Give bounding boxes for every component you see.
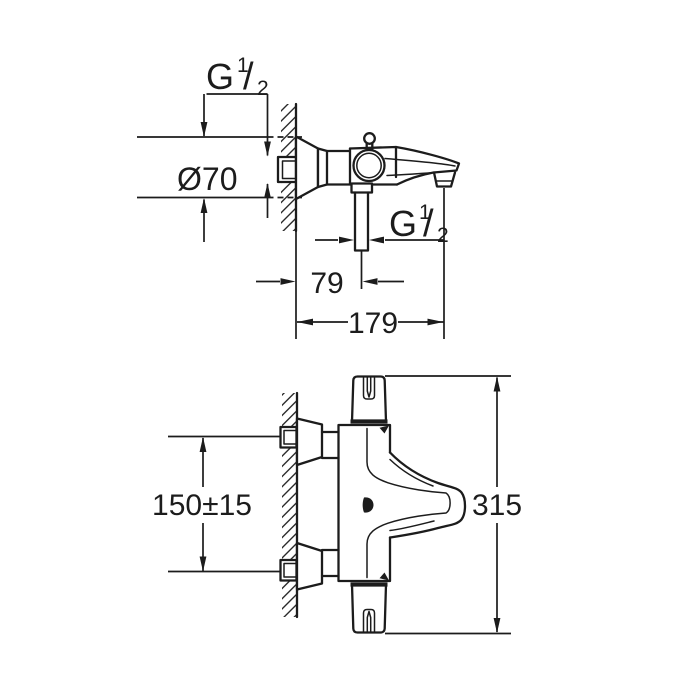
spacing-extension-lines [168,435,280,573]
escutcheon-diameter-label: Ø70 [177,161,237,197]
overall-height-label: 315 [472,489,522,522]
connection-spacing-dimension: 150±15 [152,437,252,572]
bottom-handle [350,582,388,634]
spout-outlet-mark [362,497,374,513]
mixer-body-side [348,132,461,252]
wall-to-spout-label: 179 [348,307,398,340]
wall-union-nut [276,155,298,184]
wall-to-spout-dimension: 179 [297,188,445,340]
side-view: G 1 / 2 Ø70 G 1 / 2 [137,39,461,340]
hose-thread-dimension: G 1 / 2 [315,186,449,247]
connection-spacing-label: 150±15 [152,489,252,522]
front-view: 150±15 315 [152,375,522,635]
diameter-extension-lines [137,136,268,199]
shower-hose-connector [350,182,374,252]
top-handle [350,375,388,424]
spout-profile-inner [366,427,451,579]
upper-wall-fitting [279,417,340,467]
spout-profile-outer [388,451,467,539]
spout-outlet-cup [432,171,457,188]
wall-to-hose-label: 79 [310,267,343,300]
body-corner-mark-top [379,425,389,434]
wall-to-hose-dimension: 79 [256,231,404,339]
handle-pin [363,132,376,152]
spout-outline [394,145,461,186]
handle-knob-circle [352,148,386,183]
thermostat-body [337,423,467,583]
body-corner-mark-bottom [379,572,389,581]
diameter-extension-dashes [267,136,302,199]
wall-thread-label: G 1 / 2 [206,39,269,100]
escutcheon [294,135,352,201]
overall-height-dimension: 315 [385,375,522,635]
escutcheon-diameter-dimension: Ø70 [177,161,237,242]
lower-wall-fitting [279,541,340,591]
hose-thread-label: G 1 / 2 [389,186,449,247]
wall-thread-dimension: G 1 / 2 [200,39,271,218]
